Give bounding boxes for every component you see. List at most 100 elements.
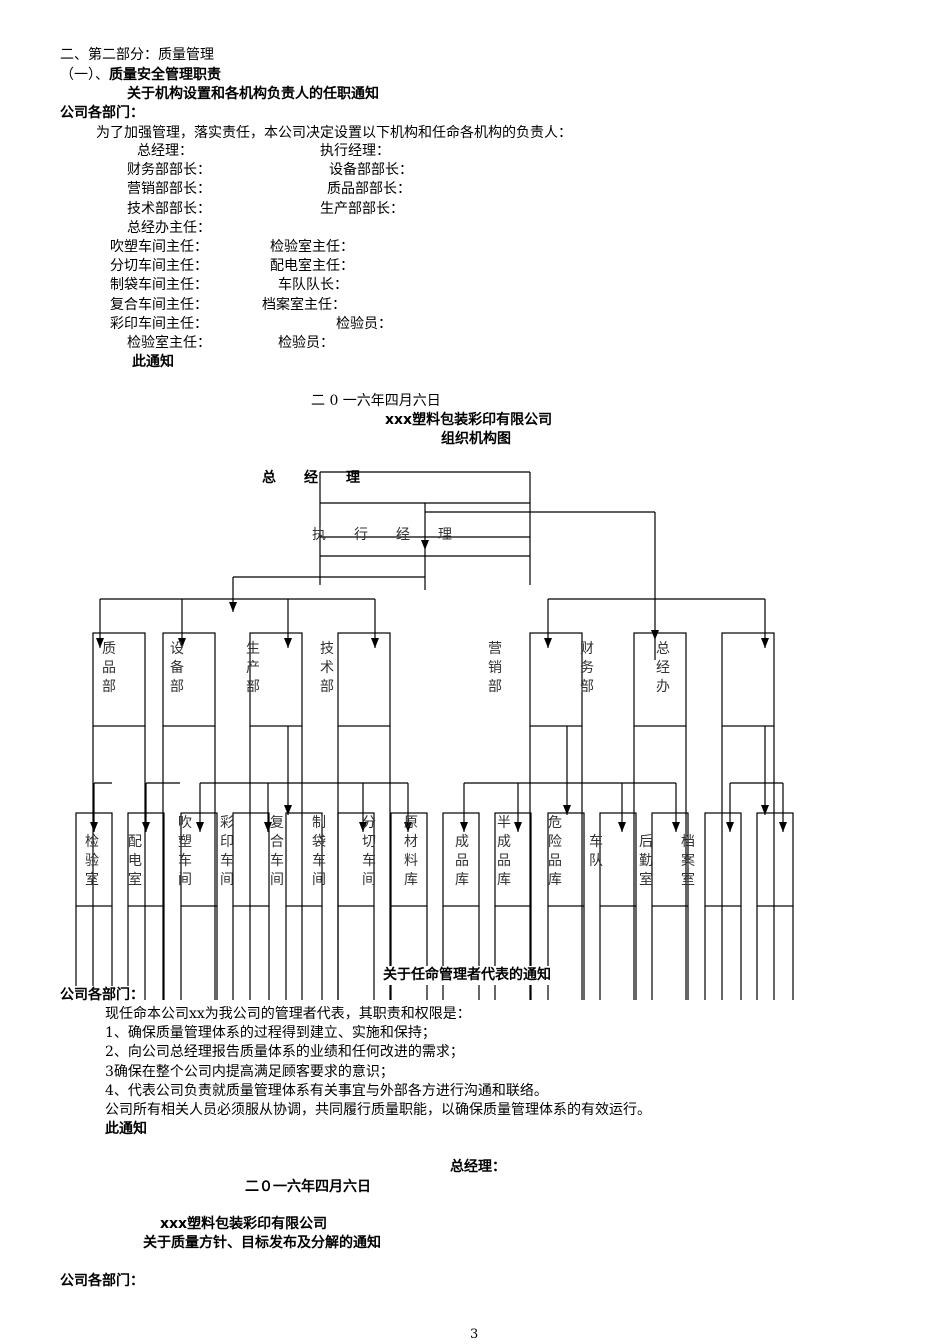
notice2-date: 二０一六年四月六日: [245, 1179, 371, 1195]
arrow-head: [196, 822, 204, 832]
arrow-head: [371, 638, 379, 648]
org-box: [127, 812, 165, 907]
arrow-head: [761, 638, 769, 648]
org-chart: [75, 471, 794, 1000]
notice2-title: 关于任命管理者代表的通知: [383, 966, 551, 985]
org-box: [285, 812, 323, 907]
notice1-date: 二 0 一六年四月六日: [311, 393, 441, 409]
org-box: [442, 812, 480, 907]
appointment-field: 配电室主任：: [270, 258, 354, 275]
notice2-line: 4、代表公司负责就质量管理体系有关事宜与外部各方进行沟通和联络。: [105, 1082, 548, 1099]
appointment-field: 档案室主任：: [262, 296, 346, 313]
appointment-field: 财务部部长：: [127, 162, 211, 179]
notice1-intro: 为了加强管理，落实责任，本公司决定设置以下机构和任命各机构的负责人：: [96, 125, 572, 141]
appointment-field: 彩印车间主任：: [110, 315, 208, 332]
arrow-head: [178, 638, 186, 648]
org-box: [92, 632, 146, 727]
org-box: [337, 632, 391, 727]
appointment-field: 生产部部长：: [320, 200, 404, 217]
org-dept-label: 财务部: [580, 641, 594, 695]
org-dept-label: 技术部: [320, 641, 334, 695]
org-unit-label: 制袋车间: [312, 815, 326, 888]
arrow-head: [404, 822, 412, 832]
org-dept-label: 总经办: [656, 641, 670, 695]
org-box: [390, 812, 428, 907]
org-box: [337, 812, 375, 907]
org-unit-label: 成品库: [455, 834, 469, 888]
appointment-field: 检验室主任：: [270, 239, 354, 255]
org-company: xxx塑料包装彩印有限公司: [385, 412, 553, 428]
arrow-head: [421, 540, 429, 550]
appointment-field: 吹塑车间主任：: [110, 239, 208, 255]
appointment-field: 检验员：: [278, 335, 334, 351]
section-prefix: （一）、: [60, 67, 109, 83]
arrow-head: [284, 638, 292, 648]
org-unit-label: 半成品库: [497, 815, 511, 888]
appointment-field: 技术部部长：: [127, 200, 211, 217]
org-unit-label: 车队: [589, 834, 603, 869]
arrow-head: [726, 822, 734, 832]
notice1-salutation: 公司各部门：: [60, 105, 144, 121]
section-title-text: 质量安全管理职责: [109, 67, 221, 83]
org-dept-label: 设备部: [170, 641, 184, 695]
notice3-title: 关于质量方针、目标发布及分解的通知: [143, 1235, 381, 1251]
org-box: [249, 632, 303, 727]
org-box: [547, 812, 585, 907]
appointment-field: 检验员：: [336, 315, 392, 332]
org-unit-label: 配电室: [128, 834, 142, 888]
appointment-field: 检验室主任：: [127, 335, 211, 351]
appointment-field: 总经理：: [137, 143, 193, 159]
org-unit-label: 危险品库: [548, 815, 562, 888]
arrow-head: [264, 822, 272, 832]
org-box: [651, 812, 689, 907]
org-box: [721, 632, 775, 727]
org-box: [180, 812, 218, 907]
arrow-head: [284, 805, 292, 815]
arrow-head: [618, 822, 626, 832]
org-box: [232, 812, 270, 907]
org-exec-label: 执 行 经 理: [312, 527, 452, 543]
notice2-line: 现任命本公司xx为我公司的管理者代表，其职责和权限是：: [105, 1006, 471, 1022]
notice2-salutation: 公司各部门：: [60, 986, 144, 1005]
org-dept-label: 营销部: [488, 641, 502, 695]
part-title: 二、第二部分：质量管理: [60, 47, 214, 63]
appointment-field: 总经办主任：: [127, 219, 211, 236]
appointment-field: 车队队长：: [278, 277, 348, 294]
appointment-field: 质品部部长：: [327, 181, 411, 198]
org-box: [633, 632, 687, 727]
arrow-head: [460, 822, 468, 832]
org-dept-label: 质品部: [102, 641, 116, 695]
arrow-head: [96, 638, 104, 648]
appointment-field: 复合车间主任：: [110, 296, 208, 313]
org-box: [704, 812, 742, 907]
org-unit-label: 后勤室: [639, 834, 653, 888]
arrow-head: [544, 638, 552, 648]
org-chart-title: 组织机构图: [441, 431, 511, 447]
org-box: [75, 812, 113, 907]
org-unit-label: 吹塑车间: [178, 815, 192, 888]
appointment-field: 执行经理：: [320, 143, 390, 159]
notice1-closing: 此通知: [132, 354, 174, 370]
section-title: （一）、质量安全管理职责: [60, 66, 221, 85]
org-dept-label: 生产部: [246, 641, 260, 695]
arrow-head: [563, 805, 571, 815]
appointment-field: 设备部部长：: [329, 162, 413, 179]
arrow-head: [142, 822, 150, 832]
notice3-company: xxx塑料包装彩印有限公司: [160, 1216, 328, 1232]
notice1-title: 关于机构设置和各机构负责人的任职通知: [127, 86, 379, 102]
org-unit-label: 检验室: [85, 834, 99, 888]
arrow-head: [229, 602, 237, 612]
org-box: [756, 812, 794, 907]
org-unit-label: 原材料库: [404, 815, 418, 888]
notice2-line: 1、确保质量管理体系的过程得到建立、实施和保持；: [105, 1025, 436, 1042]
notice2-line: 2、向公司总经理报告质量体系的业绩和任何改进的需求；: [105, 1044, 464, 1061]
notice2-signer: 总经理：: [450, 1159, 506, 1175]
appointment-field: 营销部部长：: [127, 181, 211, 198]
page-number: 3: [470, 1327, 479, 1342]
notice2-line: 3确保在整个公司内提高满足顾客要求的意识；: [105, 1063, 394, 1080]
org-box: [494, 812, 532, 907]
notice3-salutation: 公司各部门：: [60, 1273, 144, 1289]
org-unit-label: 分切车间: [362, 815, 376, 888]
arrow-head: [761, 805, 769, 815]
